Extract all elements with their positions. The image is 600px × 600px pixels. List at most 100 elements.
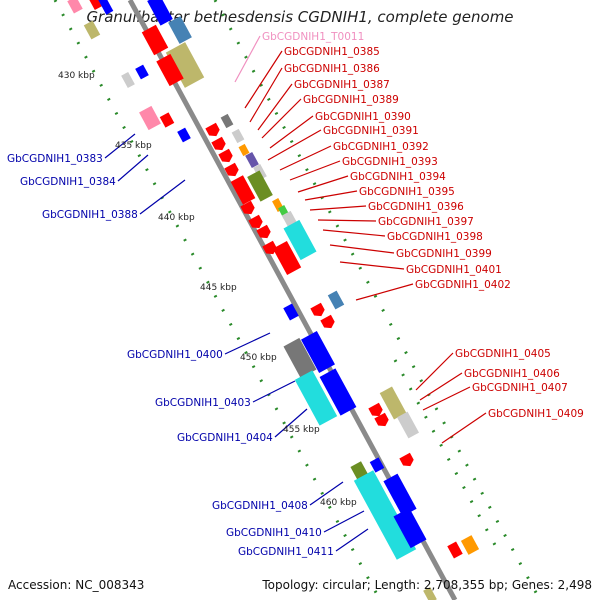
gene-feature-7 <box>165 42 205 88</box>
gene-arrow-9 <box>320 314 335 329</box>
label-connector <box>329 244 395 254</box>
gene-arrow-1 <box>211 136 226 151</box>
gene-feature-16 <box>238 143 250 157</box>
gene-arrow-12 <box>399 452 414 467</box>
kbp-tick-label: 445 kbp <box>200 283 237 293</box>
gene-label-right[interactable]: GbCGDNIH1_0397 <box>378 216 474 228</box>
kbp-tick-label: 430 kbp <box>58 71 95 81</box>
gene-label-right[interactable]: GbCGDNIH1_0401 <box>406 264 502 276</box>
gene-label-right[interactable]: GbCGDNIH1_0395 <box>359 186 455 198</box>
label-connector <box>274 408 308 438</box>
gene-feature-10 <box>135 64 149 80</box>
gene-label-right[interactable]: GbCGDNIH1_0390 <box>315 111 411 123</box>
gene-label-left[interactable]: GbCGDNIH1_0400 <box>127 349 223 361</box>
gene-label-right[interactable]: GbCGDNIH1_0387 <box>294 79 390 91</box>
gene-feature-17 <box>245 151 259 169</box>
kbp-tick-label: 450 kbp <box>240 353 277 363</box>
label-connector <box>289 160 341 181</box>
gene-feature-20 <box>230 175 256 205</box>
guide-ring-outer <box>213 0 542 600</box>
gene-label-right[interactable]: GbCGDNIH1_0394 <box>350 171 446 183</box>
gene-arrow-6 <box>256 224 271 239</box>
label-connector <box>269 115 314 149</box>
gene-arrow-4 <box>240 200 255 215</box>
gene-label-right[interactable]: GbCGDNIH1_0407 <box>472 382 568 394</box>
kbp-tick-label: 435 kbp <box>115 141 152 151</box>
gene-feature-25 <box>272 241 302 275</box>
kbp-tick-label: 440 kbp <box>158 213 195 223</box>
gene-feature-28 <box>283 337 317 379</box>
gene-feature-33 <box>397 411 419 439</box>
label-connector <box>297 175 349 193</box>
gene-label-right[interactable]: GbCGDNIH1_0391 <box>323 125 419 137</box>
label-connector <box>415 352 454 391</box>
label-connector <box>309 481 344 506</box>
gene-feature-15 <box>231 128 245 144</box>
gene-label-right[interactable]: GbCGDNIH1_0399 <box>396 248 492 260</box>
map-title: Granulibacter bethesdensis CGDNIH1, comp… <box>86 8 514 26</box>
gene-arrow-11 <box>374 412 389 427</box>
gene-label-left[interactable]: GbCGDNIH1_0403 <box>155 397 251 409</box>
gene-label-right[interactable]: GbCGDNIH1_0393 <box>342 156 438 168</box>
label-connector <box>139 179 186 215</box>
gene-feature-39 <box>447 541 463 559</box>
gene-feature-37 <box>383 473 417 517</box>
topology-text: Topology: circular; Length: 2,708,355 bp… <box>262 578 592 592</box>
gene-feature-12 <box>159 112 175 128</box>
gene-feature-9 <box>121 71 135 89</box>
gene-feature-31 <box>319 368 357 416</box>
label-connector <box>249 67 283 123</box>
label-connector <box>322 229 386 237</box>
gene-label-right[interactable]: GbCGDNIH1_0409 <box>488 408 584 420</box>
gene-label-right[interactable]: GbCGDNIH1_0406 <box>464 368 560 380</box>
label-connector <box>224 332 271 355</box>
gene-feature-6 <box>141 24 169 56</box>
gene-label-left[interactable]: GbCGDNIH1_0408 <box>212 500 308 512</box>
gene-feature-32 <box>379 386 407 420</box>
gene-feature-19 <box>247 170 273 202</box>
label-connector <box>257 83 293 131</box>
label-connector <box>244 50 283 109</box>
gene-feature-2 <box>96 0 114 15</box>
gene-label-left[interactable]: GbCGDNIH1_0404 <box>177 432 273 444</box>
label-connector <box>279 145 332 171</box>
label-connector <box>335 528 369 552</box>
gene-feature-1 <box>88 0 102 11</box>
gene-label-right[interactable]: GbCGDNIH1_0405 <box>455 348 551 360</box>
label-connector <box>441 412 487 444</box>
gene-arrow-3 <box>224 162 239 177</box>
gene-label-left[interactable]: GbCGDNIH1_0388 <box>42 209 138 221</box>
kbp-tick-label: 460 kbp <box>320 498 357 508</box>
gene-arrow-7 <box>262 240 277 255</box>
gene-feature-5 <box>83 20 101 40</box>
label-connector <box>317 219 377 222</box>
gene-feature-14 <box>220 113 234 129</box>
gene-label-right[interactable]: GbCGDNIH1_0392 <box>333 141 429 153</box>
label-connector <box>419 372 463 401</box>
gene-feature-41 <box>423 586 437 600</box>
label-connector <box>339 261 405 270</box>
gene-label-right[interactable]: GbCGDNIH1_0402 <box>415 279 511 291</box>
label-connector <box>234 35 261 83</box>
gene-feature-3 <box>147 0 173 26</box>
gene-label-right[interactable]: GbCGDNIH1_0389 <box>303 94 399 106</box>
label-connector <box>104 133 136 159</box>
gene-feature-38 <box>393 507 427 549</box>
gene-feature-0 <box>67 0 83 14</box>
gene-label-right[interactable]: GbCGDNIH1_0386 <box>284 63 380 75</box>
gene-label-right[interactable]: GbCGDNIH1_0396 <box>368 201 464 213</box>
gene-feature-11 <box>139 105 161 131</box>
gene-feature-40 <box>460 535 480 555</box>
gene-label-right[interactable]: GbCGDNIH1_0398 <box>387 231 483 243</box>
guide-ring-inner <box>53 0 382 600</box>
gene-label-left[interactable]: GbCGDNIH1_0411 <box>238 546 334 558</box>
label-connector <box>252 380 296 403</box>
gene-label-left[interactable]: GbCGDNIH1_0384 <box>20 176 116 188</box>
gene-label-right[interactable]: GbCGDNIH1_T0011 <box>262 31 364 43</box>
gene-feature-35 <box>369 457 385 473</box>
gene-label-right[interactable]: GbCGDNIH1_0385 <box>284 46 380 58</box>
gene-label-left[interactable]: GbCGDNIH1_0410 <box>226 527 322 539</box>
label-connector <box>117 154 149 182</box>
gene-label-left[interactable]: GbCGDNIH1_0383 <box>7 153 103 165</box>
